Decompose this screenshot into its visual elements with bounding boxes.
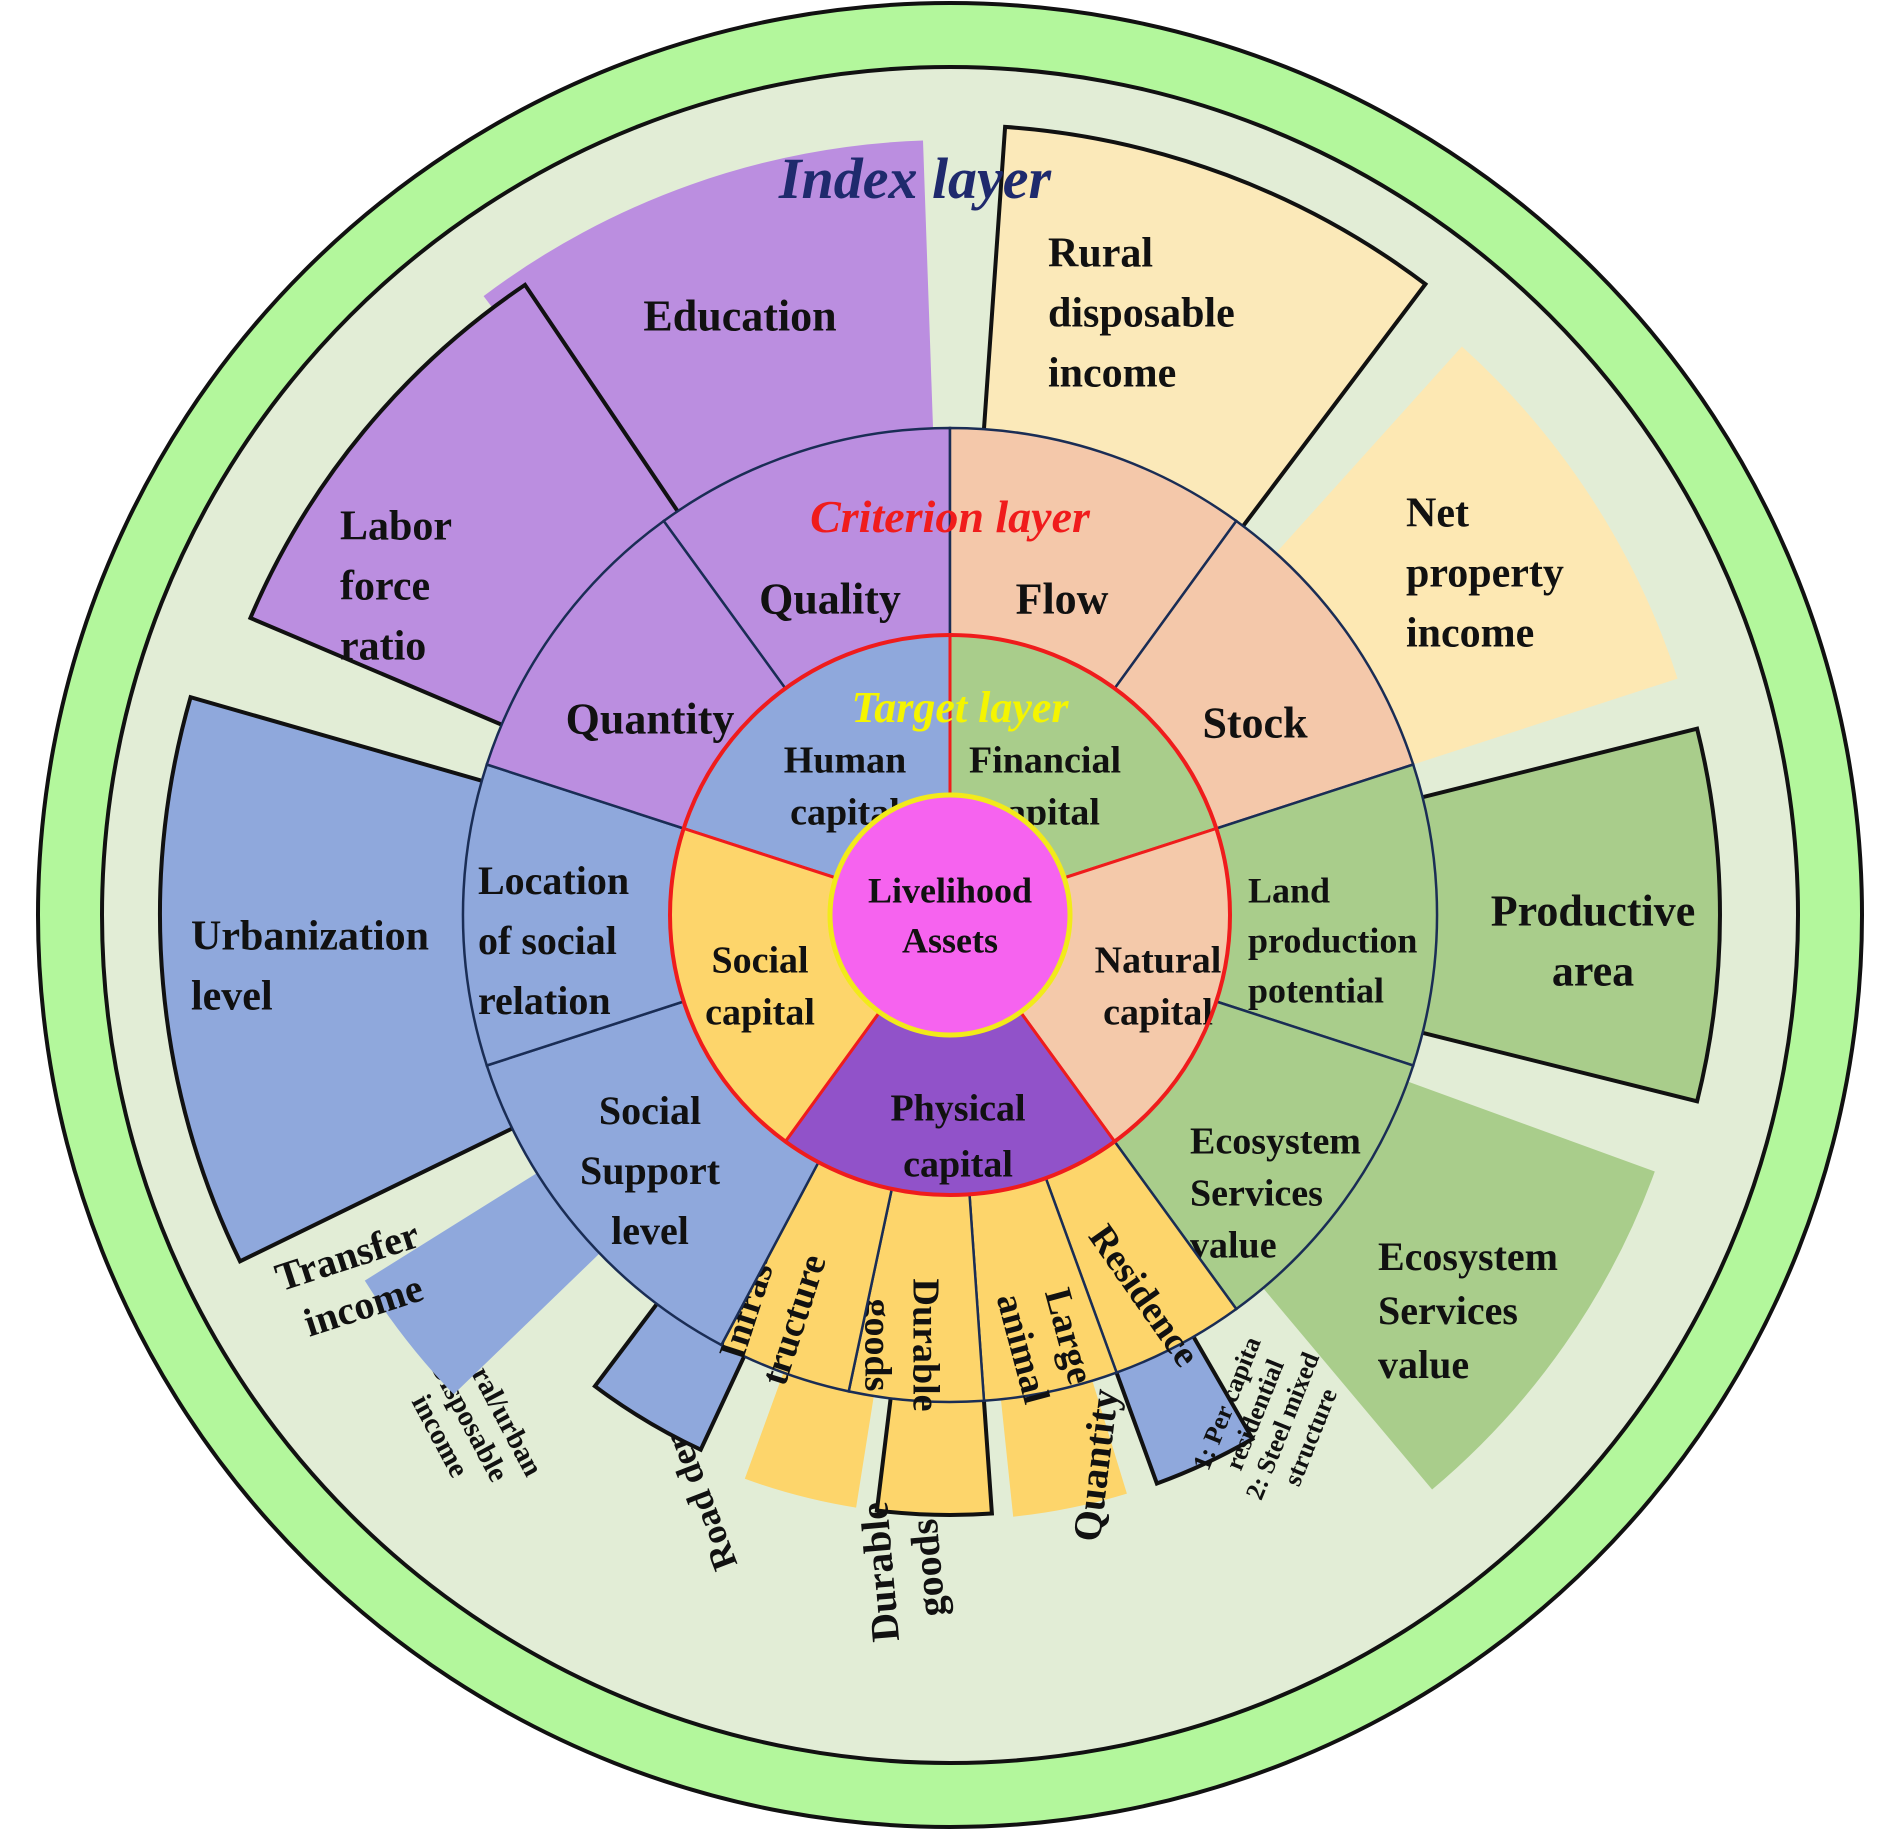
criterion-layer-title: Criterion layer bbox=[810, 491, 1091, 542]
criterion-label-support-line: level bbox=[611, 1208, 689, 1253]
criterion-label-land-line: Land bbox=[1248, 871, 1330, 911]
index-label-labor-force-line: ratio bbox=[340, 624, 426, 670]
target-label-social-line: Social bbox=[711, 939, 808, 981]
criterion-label-quantity-line: Quantity bbox=[566, 694, 735, 743]
target-label-physical-line: Physical bbox=[890, 1087, 1025, 1129]
index-label-productive-area-line: Productive bbox=[1491, 886, 1696, 935]
index-label-education-line: Education bbox=[643, 291, 836, 340]
center-label-line: Livelihood bbox=[868, 871, 1032, 911]
target-label-financial-line: Financial bbox=[969, 739, 1121, 781]
index-label-ecosystem-value-line: Services bbox=[1378, 1288, 1518, 1333]
criterion-label-durable-line: Durable bbox=[905, 1279, 947, 1412]
index-label-net-property-line: income bbox=[1406, 611, 1534, 657]
criterion-label-durable: Durablegoods bbox=[857, 1279, 947, 1412]
index-label-net-property: Net property income bbox=[1406, 491, 1564, 657]
criterion-label-location-line: Location bbox=[478, 858, 629, 903]
index-label-net-property-line: property bbox=[1406, 551, 1564, 597]
criterion-label-location-line: of social bbox=[478, 918, 617, 963]
index-label-rural-income: Rural disposable income bbox=[1048, 231, 1235, 397]
center-circle bbox=[827, 792, 1073, 1038]
index-label-education: Education bbox=[643, 291, 836, 340]
index-label-productive-area-line: area bbox=[1552, 946, 1634, 995]
index-label-durable-goods: Durablegoods bbox=[851, 1496, 956, 1644]
criterion-label-quality-line: Quality bbox=[759, 574, 901, 623]
index-layer-title: Index layer bbox=[778, 146, 1052, 211]
index-label-rural-income-line: disposable bbox=[1048, 291, 1235, 337]
layer-titles: Index layer Criterion layer Target layer bbox=[778, 146, 1091, 732]
criterion-label-flow: Flow bbox=[1016, 574, 1109, 623]
index-label-urbanization: Urbanization level bbox=[191, 914, 429, 1020]
criterion-label-land: Land production potential bbox=[1248, 871, 1417, 1011]
criterion-label-stock-line: Stock bbox=[1202, 698, 1308, 747]
target-label-physical: Physical capital bbox=[890, 1087, 1025, 1185]
criterion-label-quantity: Quantity bbox=[566, 694, 735, 743]
index-label-urbanization-line: level bbox=[191, 974, 273, 1020]
criterion-label-ecosystem-line: Ecosystem bbox=[1190, 1120, 1361, 1162]
criterion-label-land-line: production bbox=[1248, 921, 1417, 961]
index-label-urbanization-line: Urbanization bbox=[191, 914, 429, 960]
criterion-label-flow-line: Flow bbox=[1016, 574, 1109, 623]
target-layer-title: Target layer bbox=[851, 683, 1069, 732]
criterion-label-location-line: relation bbox=[478, 978, 611, 1023]
target-label-natural-line: capital bbox=[1103, 991, 1213, 1033]
criterion-label-support-line: Social bbox=[599, 1088, 701, 1133]
index-label-rural-income-line: income bbox=[1048, 351, 1176, 397]
index-label-rural-income-line: Rural bbox=[1048, 231, 1153, 277]
target-label-natural-line: Natural bbox=[1095, 939, 1222, 981]
criterion-label-location: Location of social relation bbox=[478, 858, 629, 1023]
criterion-label-land-line: potential bbox=[1248, 971, 1384, 1011]
index-label-labor-force: Labor force ratio bbox=[340, 504, 452, 670]
index-label-ecosystem-value-line: Ecosystem bbox=[1378, 1234, 1558, 1279]
target-ring-outline bbox=[668, 633, 1232, 1197]
criterion-label-stock: Stock bbox=[1202, 698, 1308, 747]
index-label-net-property-line: Net bbox=[1406, 491, 1469, 537]
target-label-physical-line: capital bbox=[903, 1143, 1013, 1185]
criterion-label-ecosystem-line: value bbox=[1190, 1224, 1277, 1266]
index-label-durable-goods-line: goods bbox=[901, 1517, 954, 1618]
criterion-label-quality: Quality bbox=[759, 574, 901, 623]
target-label-human-line: Human bbox=[784, 739, 906, 781]
target-label-natural: Natural capital bbox=[1095, 939, 1222, 1033]
center-label-line: Assets bbox=[902, 921, 998, 961]
target-label-social: Social capital bbox=[705, 939, 815, 1033]
index-label-labor-force-line: Labor bbox=[340, 504, 452, 550]
criterion-label-support-line: Support bbox=[580, 1148, 721, 1193]
index-label-ecosystem-value-line: value bbox=[1378, 1342, 1469, 1387]
index-label-labor-force-line: force bbox=[340, 564, 430, 610]
criterion-label-ecosystem-line: Services bbox=[1190, 1172, 1323, 1214]
target-label-social-line: capital bbox=[705, 991, 815, 1033]
index-label-productive-area: Productive area bbox=[1491, 886, 1696, 995]
